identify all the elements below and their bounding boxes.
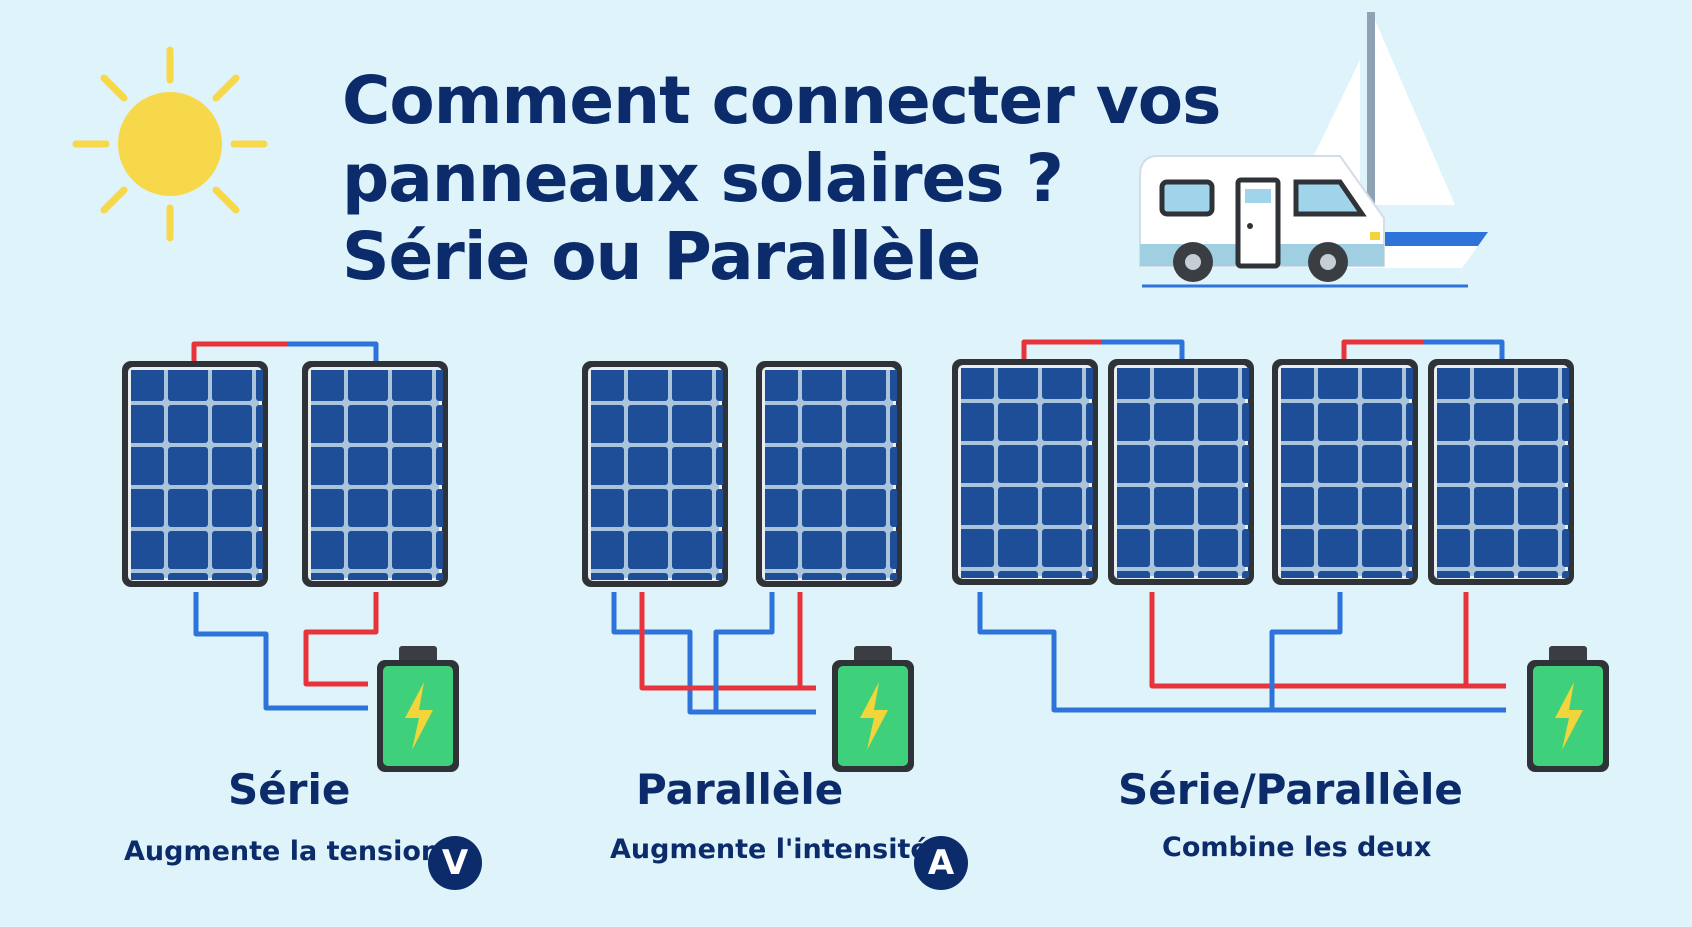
serie-parallele-panel-2: [1108, 359, 1254, 585]
parallele-description: Augmente l'intensité: [610, 834, 929, 865]
parallele-panel-1: [582, 361, 728, 587]
serie-wiring: [191, 341, 379, 711]
serie-heading: Série: [228, 765, 351, 814]
serie-parallele-battery-icon: [1527, 646, 1609, 772]
sun-icon: [72, 46, 268, 242]
serie-battery-icon: [377, 646, 459, 772]
serie-parallele-panel-1: [952, 359, 1098, 585]
parallele-panel-2: [756, 361, 902, 587]
serie-description: Augmente la tension: [124, 836, 441, 867]
serie-panel-2: [302, 361, 448, 587]
parallele-battery-icon: [832, 646, 914, 772]
serie-parallele-description: Combine les deux: [1162, 832, 1432, 863]
serie-parallele-panel-3: [1272, 359, 1418, 585]
current-badge: A: [914, 836, 968, 890]
parallele-wiring: [611, 592, 816, 715]
page-title: Comment connecter vos panneaux solaires …: [342, 62, 1221, 296]
title-line-2: panneaux solaires ?: [342, 139, 1064, 217]
serie-parallele-panel-4: [1428, 359, 1574, 585]
voltage-badge: V: [428, 836, 482, 890]
serie-parallele-wiring: [977, 339, 1506, 713]
title-line-3: Série ou Parallèle: [342, 217, 981, 295]
title-line-1: Comment connecter vos: [342, 62, 1221, 139]
serie-panel-1: [122, 361, 268, 587]
serie-parallele-heading: Série/Parallèle: [1118, 765, 1463, 814]
camper-van-icon: [1139, 155, 1468, 288]
parallele-heading: Parallèle: [636, 765, 844, 814]
